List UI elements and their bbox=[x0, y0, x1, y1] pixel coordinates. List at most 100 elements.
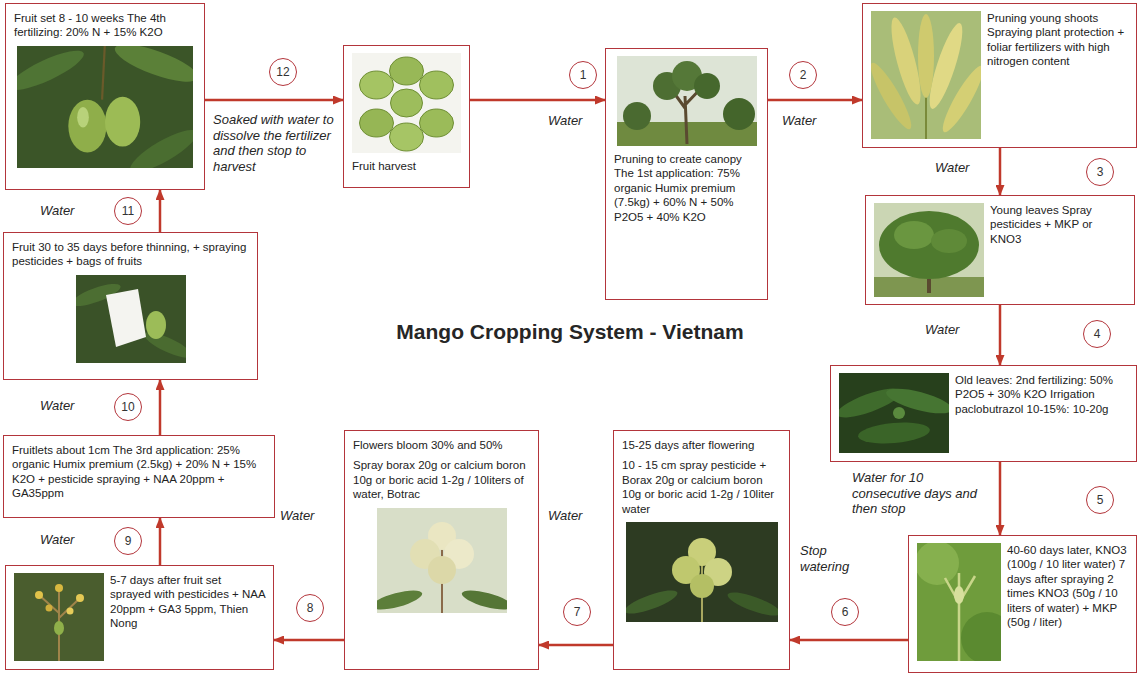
graphic-part bbox=[377, 586, 424, 612]
graphic-part bbox=[690, 574, 714, 598]
edge-label: Water bbox=[935, 160, 969, 176]
graphic-part bbox=[39, 588, 80, 661]
stage-box: Old leaves: 2nd fertilizing: 50% P2O5 + … bbox=[830, 365, 1137, 462]
stage-box: 40-60 days later, KNO3 (100g / 10 liter … bbox=[908, 535, 1137, 673]
flow-arrow bbox=[999, 305, 1002, 365]
stage-heading: 15-25 days after flowering bbox=[622, 438, 781, 452]
stage-heading: Old leaves: 2nd fertilizing: 50% P2O5 + … bbox=[955, 373, 1128, 416]
edge-label: Water bbox=[548, 508, 582, 524]
graphic-part bbox=[102, 46, 105, 100]
stage-heading: Fruit harvest bbox=[352, 159, 461, 173]
stage-heading: Flowers bloom 30% and 50% bbox=[353, 438, 530, 452]
graphic-part bbox=[918, 14, 934, 98]
graphic-part bbox=[725, 588, 778, 620]
graphic-part bbox=[894, 221, 934, 249]
stage-box: 5-7 days after fruit set sprayed with pe… bbox=[5, 565, 274, 670]
callout-number: 5 bbox=[1086, 486, 1114, 514]
edge-label: Water bbox=[280, 508, 314, 524]
graphic-part bbox=[857, 420, 930, 446]
graphic-part bbox=[874, 277, 984, 297]
graphic-part bbox=[54, 621, 64, 635]
text-column: Old leaves: 2nd fertilizing: 50% P2O5 + … bbox=[955, 373, 1128, 416]
graphic-part bbox=[879, 211, 979, 279]
graphic-part bbox=[871, 11, 981, 139]
graphic-part bbox=[146, 311, 166, 339]
callout-number: 3 bbox=[1086, 158, 1114, 186]
old-leaves-photo bbox=[839, 373, 949, 453]
stage-body: Spray borax 20g or calcium boron 10g or … bbox=[353, 458, 530, 501]
stage-heading: Pruning to create canopy The 1st applica… bbox=[614, 152, 759, 224]
graphic-part bbox=[420, 109, 454, 137]
graphic-part bbox=[390, 57, 424, 85]
graphic-part bbox=[917, 543, 959, 585]
edge-label: Water bbox=[782, 113, 816, 129]
stage-heading: Fruit 30 to 35 days before thinning, + s… bbox=[12, 240, 249, 269]
graphic-part bbox=[626, 586, 680, 618]
graphic-part bbox=[460, 586, 507, 612]
callout-number: 10 bbox=[114, 393, 142, 421]
edge-label: Stop watering bbox=[800, 543, 870, 574]
flow-arrow bbox=[470, 99, 605, 102]
edge-label: Water bbox=[40, 398, 74, 414]
edge-label: Water bbox=[40, 203, 74, 219]
stage-box: Fruit set 8 - 10 weeks The 4th fertilizi… bbox=[5, 3, 205, 190]
stage-box: Young leaves Spray pesticides + MKP or K… bbox=[865, 195, 1135, 305]
bloom-photo bbox=[377, 508, 507, 613]
graphic-part bbox=[893, 407, 905, 419]
graphic-part bbox=[67, 608, 74, 615]
stage-heading: Fruit set 8 - 10 weeks The 4th fertilizi… bbox=[14, 11, 196, 40]
callout-number: 9 bbox=[114, 527, 142, 555]
flow-arrow bbox=[159, 190, 162, 232]
flow-arrow bbox=[539, 644, 613, 647]
text-column: 5-7 days after fruit set sprayed with pe… bbox=[110, 573, 265, 631]
graphic-part bbox=[35, 591, 43, 599]
graphic-part bbox=[390, 123, 424, 151]
stage-heading: Fruitlets about 1cm The 3rd application:… bbox=[12, 443, 266, 501]
graphic-part bbox=[111, 46, 193, 89]
graphic-part bbox=[694, 73, 720, 99]
stage-heading: Young leaves Spray pesticides + MKP or K… bbox=[990, 203, 1126, 246]
stage-box: 15-25 days after flowering 10 - 15 cm spr… bbox=[613, 430, 790, 670]
callout-number: 11 bbox=[114, 197, 142, 225]
flow-arrow bbox=[768, 99, 862, 102]
callout-number: 8 bbox=[296, 594, 324, 622]
fruit-set-panicle-photo bbox=[14, 573, 104, 661]
graphic-part bbox=[931, 229, 967, 253]
graphic-part bbox=[623, 102, 651, 130]
edge-label: Water for 10 consecutive days and then s… bbox=[852, 470, 992, 517]
callout-number: 4 bbox=[1083, 320, 1111, 348]
graphic-part bbox=[106, 289, 146, 347]
graphic-part bbox=[105, 96, 140, 146]
stage-box: Fruit 30 to 35 days before thinning, + s… bbox=[3, 232, 258, 380]
graphic-part bbox=[723, 98, 755, 130]
graphic-part bbox=[76, 594, 84, 602]
stage-body: 10 - 15 cm spray pesticide + Borax 20g o… bbox=[622, 458, 781, 516]
harvest-photo bbox=[352, 53, 461, 153]
stage-heading: 5-7 days after fruit set sprayed with pe… bbox=[110, 573, 265, 631]
stage-box: Flowers bloom 30% and 50% Spray borax 20g… bbox=[344, 430, 539, 670]
stage-box: Fruit harvest bbox=[343, 45, 470, 188]
edge-label: Water bbox=[548, 113, 582, 129]
graphic-part bbox=[428, 556, 456, 584]
panicle-photo bbox=[626, 522, 778, 622]
graphic-part bbox=[884, 384, 949, 419]
graphic-part bbox=[17, 46, 88, 97]
stage-box: Fruitlets about 1cm The 3rd application:… bbox=[3, 435, 275, 518]
flow-arrow bbox=[205, 99, 343, 102]
callout-number: 6 bbox=[831, 598, 859, 626]
text-column: Pruning young shoots Spraying plant prot… bbox=[987, 11, 1128, 69]
flow-arrow bbox=[999, 148, 1002, 195]
stage-box: Pruning young shoots Spraying plant prot… bbox=[862, 3, 1137, 148]
graphic-part bbox=[927, 279, 931, 293]
bud-photo bbox=[917, 543, 1001, 661]
edge-label: Water bbox=[40, 532, 74, 548]
graphic-part bbox=[68, 99, 106, 152]
callout-number: 2 bbox=[789, 61, 817, 89]
bagged-fruit-photo bbox=[76, 275, 186, 363]
fruit-set-photo bbox=[17, 46, 193, 168]
callout-number: 1 bbox=[569, 61, 597, 89]
flow-arrow bbox=[274, 639, 344, 642]
graphic-part bbox=[617, 56, 757, 146]
graphic-part bbox=[871, 59, 917, 133]
